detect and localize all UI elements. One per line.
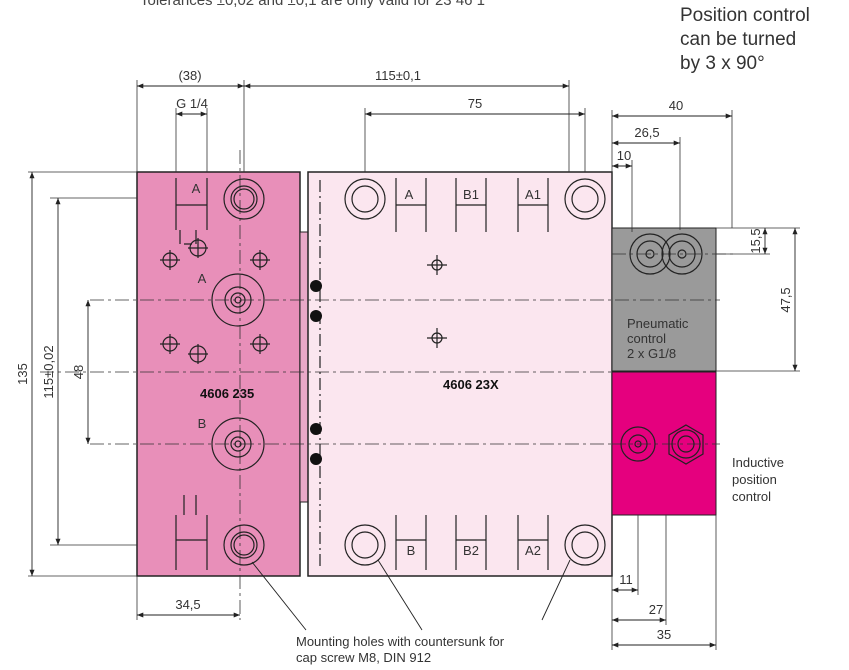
dim-115-002: 115±0,02 [41,345,56,398]
rotation-note-line-3: by 3 x 90° [680,53,765,74]
mounting-leader-lines [251,559,571,631]
port-label-right-b1: B1 [463,187,479,202]
port-label-left-a-top: A [192,181,201,196]
tolerance-note: Tolerances ±0,02 and ±0,1 are only valid… [140,0,486,9]
centre-lines [40,150,735,620]
left-valve-block [136,171,309,577]
inductive-label-3: control [732,489,771,504]
dim-34-5: 34,5 [175,597,200,612]
dim-35: 35 [657,627,671,642]
mounting-label-1: Mounting holes with countersunk for [296,634,505,649]
pneumatic-label-2: control [627,331,666,346]
inductive-label-2: position [732,472,777,487]
right-block-details [319,178,606,570]
inductive-label-1: Inductive [732,455,784,470]
side-screws [310,280,322,465]
rotation-note-line-1: Position control [680,5,810,26]
rotation-note-line-2: can be turned [680,29,797,50]
port-label-right-b2: B2 [463,543,479,558]
left-block-details [160,178,270,570]
control-block-details [620,233,704,465]
pneumatic-control-block [611,227,717,372]
dim-40: 40 [669,98,683,113]
part-number-right: 4606 23X [443,377,499,392]
port-label-right-a2: A2 [525,543,541,558]
port-label-left-b: B [198,416,207,431]
dim-g14: G 1/4 [176,96,208,111]
dim-27: 27 [649,602,663,617]
dim-135: 135 [15,363,30,385]
port-label-right-a: A [405,187,414,202]
dim-115-01: 115±0,1 [375,68,421,83]
port-label-right-a1: A1 [525,187,541,202]
dim-75: 75 [468,96,482,111]
dim-15-5: 15,5 [748,228,763,253]
port-label-right-b: B [407,543,416,558]
dim-48: 48 [71,365,86,379]
dim-26-5: 26,5 [634,125,659,140]
dim-11: 11 [619,572,633,587]
mounting-label-2: cap screw M8, DIN 912 [296,650,431,665]
dimension-lines [29,83,798,648]
right-valve-block [307,171,613,577]
port-label-left-a: A [198,271,207,286]
part-number-left: 4606 235 [200,386,254,401]
rotation-note: Position control can be turned by 3 x 90… [680,4,845,76]
dim-38: (38) [178,68,201,83]
dim-10: 10 [617,148,631,163]
pneumatic-label-3: 2 x G1/8 [627,346,676,361]
pneumatic-label-1: Pneumatic [627,316,689,331]
dim-47-5: 47,5 [778,287,793,312]
